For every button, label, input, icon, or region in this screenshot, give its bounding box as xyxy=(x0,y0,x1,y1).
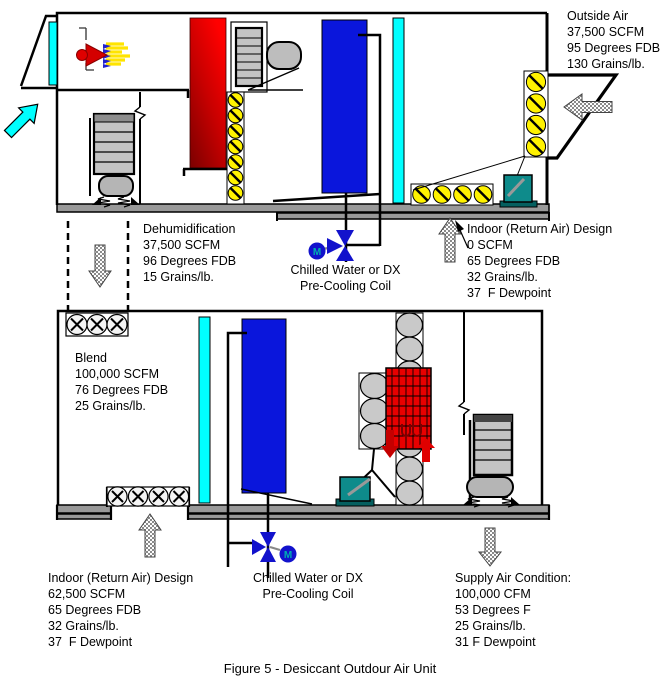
valve-motor-label-bottom: M xyxy=(284,550,292,561)
precool-top-label: Chilled Water or DX Pre-Cooling Coil xyxy=(273,262,418,294)
blend-line: 25 Grains/lb. xyxy=(75,399,146,413)
blend-line: 76 Degrees FDB xyxy=(75,383,169,397)
supply-air-line: 31 F Dewpoint xyxy=(455,635,536,649)
bottom-unit-walls xyxy=(56,309,544,505)
outside-air-arrow-icon xyxy=(563,93,613,121)
indoor-return-top-line: Indoor (Return Air) Design xyxy=(467,222,613,236)
return-air-leader-arrow xyxy=(455,220,469,249)
supply-fan-icon xyxy=(463,413,520,508)
outside-air-coil-icon xyxy=(523,70,549,158)
exhaust-hood-icon xyxy=(19,14,58,90)
valve-top-icon: M xyxy=(308,230,354,261)
precool-bottom-line: Chilled Water or DX xyxy=(253,571,363,585)
supply-air-arrow-icon xyxy=(477,527,503,567)
regen-fan-icon xyxy=(230,21,303,93)
precool-top-line: Chilled Water or DX xyxy=(290,263,401,277)
supply-air-line: 25 Grains/lb. xyxy=(455,619,526,633)
supply-air-line: 100,000 CFM xyxy=(455,587,531,601)
regen-heater-icon xyxy=(381,367,435,462)
indoor-return-top-line: 65 Degrees FDB xyxy=(467,254,561,268)
dehumidification-label: Dehumidification 37,500 SCFM 96 Degrees … xyxy=(143,221,236,285)
indoor-return-bottom-line: 32 Grains/lb. xyxy=(48,619,119,633)
regen-heating-coil-icon xyxy=(226,91,245,205)
top-unit-walls xyxy=(55,11,549,205)
outside-air-line: 37,500 SCFM xyxy=(567,25,645,39)
indoor-return-bottom-line: Indoor (Return Air) Design xyxy=(48,571,194,585)
filter-top-icon xyxy=(392,17,405,204)
figure-caption: Figure 5 - Desiccant Outdour Air Unit xyxy=(223,661,437,676)
precool-top-line: Pre-Cooling Coil xyxy=(299,279,391,293)
precool-bottom-line: Pre-Cooling Coil xyxy=(262,587,354,601)
indoor-return-top-line: 0 SCFM xyxy=(467,238,513,252)
precool-bottom-label: Chilled Water or DX Pre-Cooling Coil xyxy=(238,570,378,602)
indoor-return-top-label: Indoor (Return Air) Design 0 SCFM 65 Deg… xyxy=(467,221,612,301)
top-unit-floor xyxy=(56,203,550,221)
wheel-drive-top-icon xyxy=(412,155,538,208)
return-air-bottom-arrow-icon xyxy=(138,513,162,558)
precool-piping-top xyxy=(272,33,382,262)
valve-motor-label-top: M xyxy=(313,247,321,258)
top-unit: M xyxy=(3,11,620,310)
indoor-return-bottom-line: 37 F Dewpoint xyxy=(48,635,133,649)
outside-air-hood-icon xyxy=(548,73,620,160)
wheel-drive-bottom-icon xyxy=(335,448,396,507)
exhaust-air-arrow-icon xyxy=(3,103,39,139)
return-air-up-arrow-icon xyxy=(438,217,462,263)
burner-flame-icon xyxy=(76,27,130,71)
blend-damper-icon xyxy=(65,312,129,337)
dehumidification-line: 15 Grains/lb. xyxy=(143,270,214,284)
dehumidified-air-arrow-icon xyxy=(88,244,112,288)
dehumidification-line: 37,500 SCFM xyxy=(143,238,221,252)
blend-line: 100,000 SCFM xyxy=(75,367,160,381)
dehumidification-line: Dehumidification xyxy=(143,222,236,236)
fan-partition-line xyxy=(457,311,471,435)
return-damper-icon xyxy=(106,486,190,507)
supply-air-line: Supply Air Condition: xyxy=(455,571,572,585)
regen-duct-line xyxy=(133,92,147,204)
outside-air-line: 130 Grains/lb. xyxy=(567,57,645,71)
valve-bottom-icon: M xyxy=(252,532,297,563)
burner-section-divider xyxy=(57,88,190,98)
bottom-unit: M xyxy=(55,309,551,578)
dehumidification-line: 96 Degrees FDB xyxy=(143,254,237,268)
indoor-return-bottom-line: 62,500 SCFM xyxy=(48,587,126,601)
exhaust-fan-icon xyxy=(89,112,140,208)
connecting-duct-dashed xyxy=(66,221,130,310)
precool-coil-top-icon xyxy=(321,19,368,194)
supply-air-line: 53 Degrees F xyxy=(455,603,531,617)
outside-air-line: Outside Air xyxy=(567,9,629,23)
blend-label: Blend 100,000 SCFM 76 Degrees FDB 25 Gra… xyxy=(75,350,168,414)
indoor-return-bottom-label: Indoor (Return Air) Design 62,500 SCFM 6… xyxy=(48,570,193,650)
precool-coil-bottom-icon xyxy=(240,318,313,505)
indoor-return-top-line: 37 F Dewpoint xyxy=(467,286,552,300)
return-air-coil-icon xyxy=(410,183,494,206)
desiccant-wheel-regen-icon xyxy=(182,17,227,176)
filter-bottom-icon xyxy=(198,316,211,504)
indoor-return-top-line: 32 Grains/lb. xyxy=(467,270,538,284)
supply-air-label: Supply Air Condition: 100,000 CFM 53 Deg… xyxy=(455,570,571,650)
blend-line: Blend xyxy=(75,351,107,365)
outside-air-line: 95 Degrees FDB xyxy=(567,41,660,55)
indoor-return-bottom-line: 65 Degrees FDB xyxy=(48,603,142,617)
outside-air-label: Outside Air 37,500 SCFM 95 Degrees FDB 1… xyxy=(567,8,660,72)
